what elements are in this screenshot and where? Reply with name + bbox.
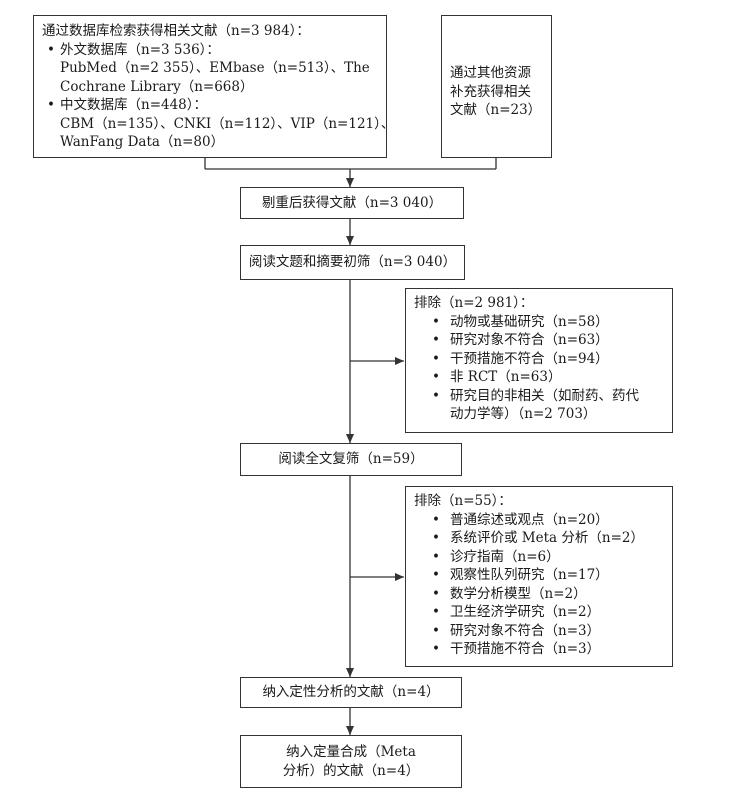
bullet-icon: • <box>432 585 440 602</box>
bullet-icon: • <box>432 567 440 583</box>
bullet-icon: • <box>432 622 440 639</box>
bullet-icon: • <box>47 41 55 58</box>
foreign-db-line-2: Cochrane Library（n=668） <box>60 78 254 95</box>
chinese-db-line-1: CBM（n=135）、CNKI（n=112）、VIP（n=121）、 <box>60 115 395 132</box>
exclusion1-title: 排除（n=2 981）： <box>414 295 534 311</box>
chinese-db-line-2: WanFang Data（n=80） <box>60 134 225 150</box>
other-sources-line-2: 补充获得相关 <box>450 83 531 100</box>
list-item-continuation: 动力学等）（n=2 703） <box>450 406 597 422</box>
list-item: •动物或基础研究（n=58） <box>432 313 609 330</box>
foreign-db-line-1: PubMed（n=2 355）、EMbase（n=513）、The <box>60 60 370 76</box>
list-item: •观察性队列研究（n=17） <box>432 567 609 583</box>
full-text-screening-box: 阅读全文复筛（n=59） <box>240 443 462 476</box>
dedup-box: 剔重后获得文献（n=3 040） <box>240 187 464 219</box>
other-sources-box: 通过其他资源 补充获得相关 文献（n=23） <box>441 15 552 158</box>
other-sources-line-1: 通过其他资源 <box>450 65 531 81</box>
quantitative-line-2: 分析）的文献（n=4） <box>282 762 420 779</box>
list-item: •非 RCT（n=63） <box>432 369 562 385</box>
list-item: •干预措施不符合（n=3） <box>432 641 601 657</box>
list-item: •普通综述或观点（n=20） <box>432 511 609 528</box>
list-item: •研究目的非相关（如耐药、药代 <box>432 387 639 404</box>
exclusion-box-1: 排除（n=2 981）： •动物或基础研究（n=58） •研究对象不符合（n=6… <box>405 288 673 433</box>
bullet-icon: • <box>432 350 440 367</box>
quantitative-line-1: 纳入定量合成（Meta <box>286 744 416 760</box>
bullet-icon: • <box>432 369 440 385</box>
list-item: •系统评价或 Meta 分析（n=2） <box>432 530 644 546</box>
bullet-icon: • <box>47 97 55 113</box>
list-item: •卫生经济学研究（n=2） <box>432 604 601 620</box>
other-sources-line-3: 文献（n=23） <box>450 102 542 118</box>
exclusion1-list: •动物或基础研究（n=58） •研究对象不符合（n=63） •干预措施不符合（n… <box>414 313 672 424</box>
screen1-text: 阅读文题和摘要初筛（n=3 040） <box>248 254 457 271</box>
bullet-icon: • <box>432 511 440 528</box>
title-abstract-screening-box: 阅读文题和摘要初筛（n=3 040） <box>240 245 465 280</box>
exclusion2-list: •普通综述或观点（n=20） •系统评价或 Meta 分析（n=2） •诊疗指南… <box>414 511 672 659</box>
qualitative-text: 纳入定性分析的文献（n=4） <box>262 684 440 701</box>
bullet-icon: • <box>432 641 440 657</box>
bullet-icon: • <box>432 548 440 565</box>
list-item: •数学分析模型（n=2） <box>432 585 587 602</box>
bullet-icon: • <box>432 530 440 546</box>
chinese-db-heading: •中文数据库（n=448）： <box>42 96 386 115</box>
database-search-box: 通过数据库检索获得相关文献（n=3 984）： •外文数据库（n=3 536）：… <box>33 15 395 158</box>
list-item: •干预措施不符合（n=94） <box>432 350 609 367</box>
bullet-icon: • <box>432 313 440 330</box>
foreign-db-heading: •外文数据库（n=3 536）： <box>42 41 386 60</box>
qualitative-analysis-box: 纳入定性分析的文献（n=4） <box>240 677 462 708</box>
bullet-icon: • <box>432 332 440 348</box>
screen2-text: 阅读全文复筛（n=59） <box>278 451 424 468</box>
list-item: •研究对象不符合（n=3） <box>432 622 601 639</box>
exclusion-box-2: 排除（n=55）： •普通综述或观点（n=20） •系统评价或 Meta 分析（… <box>405 486 673 667</box>
bullet-icon: • <box>432 604 440 620</box>
dedup-text: 剔重后获得文献（n=3 040） <box>261 194 443 211</box>
exclusion2-title: 排除（n=55）： <box>414 493 512 509</box>
bullet-icon: • <box>432 387 440 404</box>
list-item: •诊疗指南（n=6） <box>432 548 560 565</box>
quantitative-synthesis-box: 纳入定量合成（Meta 分析）的文献（n=4） <box>240 735 462 788</box>
search-title: 通过数据库检索获得相关文献（n=3 984）： <box>42 23 310 39</box>
list-item: •研究对象不符合（n=63） <box>432 332 609 348</box>
